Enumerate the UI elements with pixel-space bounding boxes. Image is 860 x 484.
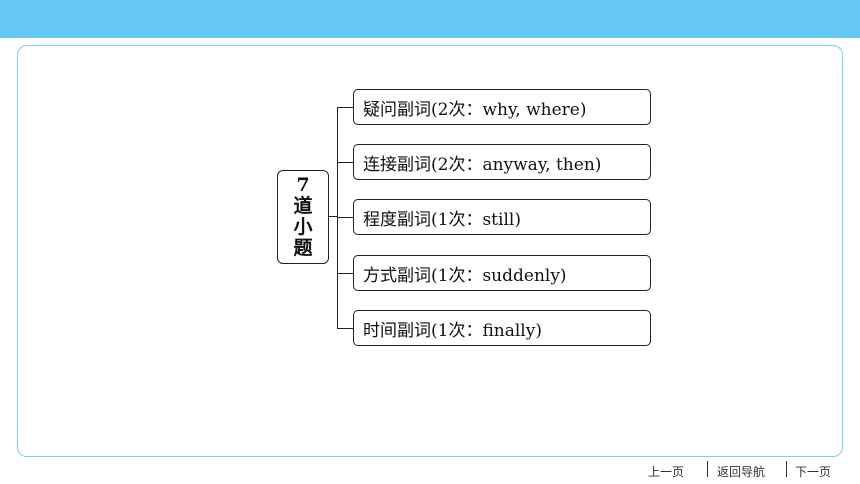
root-connector: [329, 216, 337, 217]
header-bar: [0, 0, 860, 38]
diagram-root-label: 7道小题: [293, 174, 313, 259]
content-frame: [17, 45, 843, 457]
diagram-node-time: 时间副词(1次：finally): [353, 310, 651, 346]
next-page-link[interactable]: 下一页: [795, 465, 832, 479]
branch-connector: [337, 217, 353, 218]
back-to-nav-link[interactable]: 返回导航: [717, 465, 766, 479]
branch-connector: [337, 162, 353, 163]
footer-separator: [786, 461, 787, 477]
diagram-node-conjunctive: 连接副词(2次：anyway, then): [353, 144, 651, 180]
diagram-node-manner: 方式副词(1次：suddenly): [353, 255, 651, 291]
branch-connector: [337, 107, 353, 108]
diagram-node-interrogative: 疑问副词(2次：why, where): [353, 89, 651, 125]
prev-page-link[interactable]: 上一页: [648, 465, 685, 479]
footer-separator: [707, 461, 708, 477]
diagram-node-degree: 程度副词(1次：still): [353, 199, 651, 235]
branch-connector: [337, 328, 353, 329]
branch-connector: [337, 273, 353, 274]
diagram-root: 7道小题: [277, 170, 329, 264]
